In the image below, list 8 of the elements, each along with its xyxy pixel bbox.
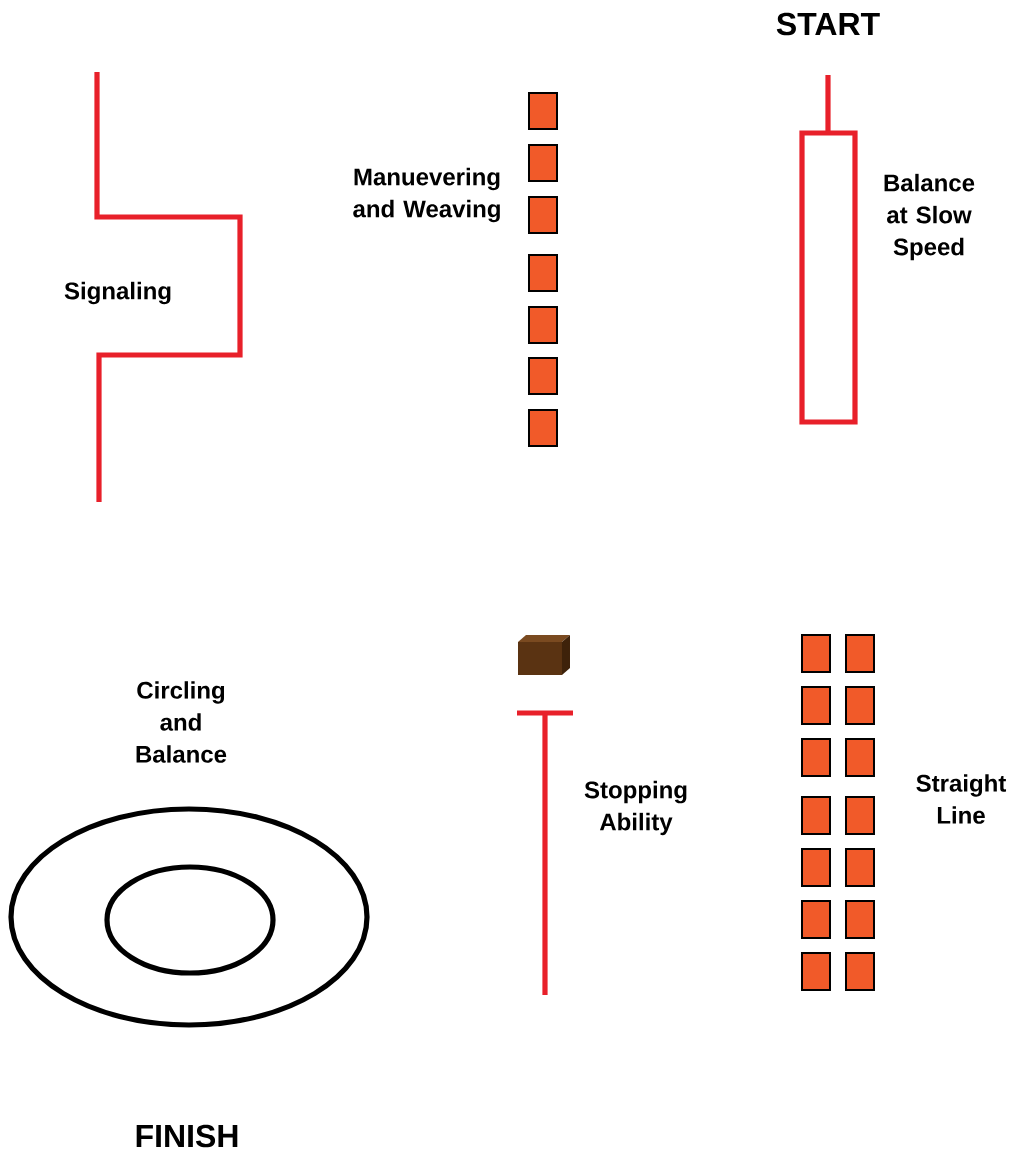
course-label: Straight Line — [916, 774, 1007, 824]
course-label: Manuevering and Weaving — [353, 167, 500, 223]
course-label: Signaling — [64, 281, 171, 305]
heading: FINISH — [136, 1124, 238, 1148]
course-label: Circling and Balance — [136, 681, 227, 763]
course-label: Stopping Ability — [584, 780, 687, 836]
heading: START — [776, 12, 880, 36]
course-label: Balance at Slow Speed — [884, 173, 975, 261]
